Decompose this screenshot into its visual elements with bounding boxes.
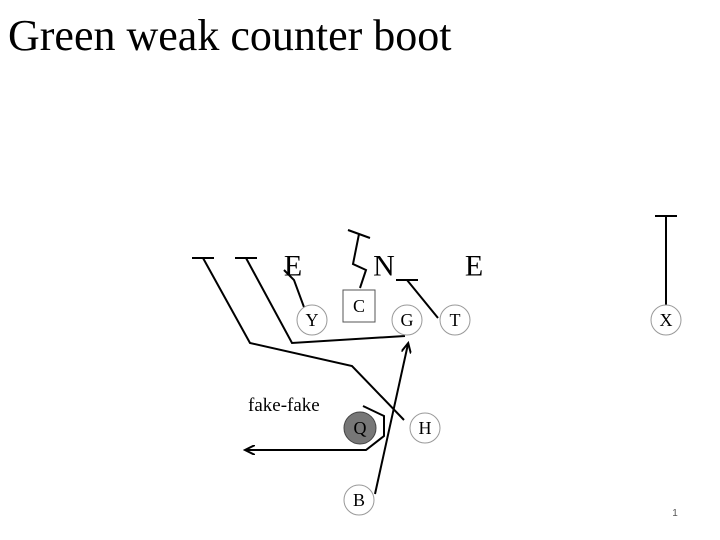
player-circle [439,304,471,336]
player-t[interactable]: T [439,304,471,336]
player-circle [650,304,682,336]
player-label: G [401,310,414,330]
defender-end-right: E [465,250,483,283]
player-label: Q [354,418,367,438]
player-y[interactable]: Y [296,304,328,336]
block-left-outer [192,257,405,421]
block-center [347,229,371,289]
player-circle [296,304,328,336]
player-label: H [419,418,432,438]
player-label: B [353,490,365,510]
block-y [283,269,309,319]
player-label: C [353,296,365,316]
route-q-boot [246,405,385,450]
player-g[interactable]: G [391,304,423,336]
block-guard-tackle [396,279,439,319]
route-b [374,344,408,495]
player-circle [391,304,423,336]
player-h[interactable]: H [409,412,441,444]
player-center[interactable]: C [342,289,376,323]
player-label: T [450,310,461,330]
player-x[interactable]: X [650,304,682,336]
page-number: 1 [672,508,678,519]
player-label: X [660,310,673,330]
fake-annotation: fake-fake [248,395,320,416]
route-x [655,215,677,310]
player-circle [343,484,375,516]
player-b[interactable]: B [343,484,375,516]
player-label: Y [306,310,319,330]
player-q[interactable]: Q [343,411,377,445]
block-left-inner [235,257,406,345]
player-box [342,289,376,323]
player-circle [409,412,441,444]
defender-end-left: E [284,250,302,283]
defender-nose: N [373,250,395,283]
player-circle [343,411,377,445]
slide-title: Green weak counter boot [8,11,452,60]
